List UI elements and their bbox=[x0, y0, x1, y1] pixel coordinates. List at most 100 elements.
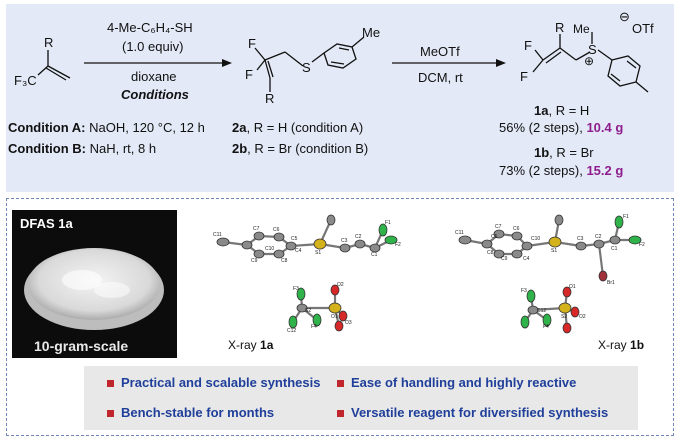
xray-1b-atom-label: O1 bbox=[569, 284, 576, 290]
xray-1b-atom-label: Br1 bbox=[607, 280, 615, 286]
intermediate-2a: 2a, R = H (condition A) bbox=[232, 120, 363, 135]
atom-minus-charge: ⊖ bbox=[619, 9, 630, 24]
xray-1b-prefix: X-ray bbox=[598, 338, 631, 352]
xray-1b-atom-label: C3 bbox=[577, 236, 584, 242]
atom-f-bottom: F bbox=[245, 67, 253, 82]
photo-title: DFAS 1a bbox=[20, 216, 73, 231]
product-1b-yield-line: 73% (2 steps), 15.2 g bbox=[499, 163, 623, 178]
xray-1b-atom-label: S1 bbox=[551, 248, 557, 254]
xray-1a-atom-label: F3 bbox=[293, 286, 299, 292]
reagent-thiol: 4-Me-C₆H₄-SH bbox=[107, 20, 193, 35]
xray-1b-atom-label: C10 bbox=[531, 236, 540, 242]
solvent-dcm: DCM, rt bbox=[418, 70, 463, 85]
condition-a-label: Condition A: bbox=[8, 120, 86, 135]
xray-1b-atom-label: C2 bbox=[595, 234, 602, 240]
xray-1a-atom-label: C7 bbox=[253, 226, 260, 232]
product-1a: 1a, R = H bbox=[534, 103, 589, 118]
xray-1a-atom-label: F2 bbox=[395, 242, 401, 248]
xray-1a-atom-label: C5 bbox=[291, 236, 298, 242]
xray-1a-id: 1a bbox=[260, 338, 274, 352]
xray-1a-atom-label: C6 bbox=[273, 227, 280, 233]
xray-1a-atom-label: C11 bbox=[213, 232, 222, 238]
intermediate-2b-id: 2b bbox=[232, 141, 248, 156]
feature-1: Practical and scalable synthesis bbox=[121, 375, 321, 390]
xray-1b-atom-label: C12 bbox=[537, 308, 546, 314]
xray-1b-atom-label: S2 bbox=[561, 314, 567, 320]
atom-me-product: Me bbox=[573, 22, 590, 36]
xray-1a-atom-label: C8 bbox=[281, 258, 288, 264]
atom-s-intermediate: S bbox=[302, 60, 311, 75]
bullet-square bbox=[107, 410, 114, 417]
bullet-square bbox=[337, 380, 344, 387]
xray-1a-atom-label: C12 bbox=[287, 328, 296, 334]
powder-dish-image bbox=[24, 248, 164, 330]
xray-1a-atom-label: C3 bbox=[341, 238, 348, 244]
atom-f3c: F₃C bbox=[14, 73, 37, 88]
product-1b: 1b, R = Br bbox=[534, 145, 594, 160]
atom-f-bottom-product: F bbox=[520, 69, 528, 84]
features-box bbox=[84, 366, 638, 430]
feature-3: Bench-stable for months bbox=[121, 405, 275, 420]
xray-1a-atom-label: F4 bbox=[311, 324, 317, 330]
atom-f-top-product: F bbox=[524, 38, 532, 53]
xray-1b-atom-label: F2 bbox=[639, 242, 645, 248]
product-photo: DFAS 1a 10-gram-scale bbox=[12, 210, 177, 358]
xray-1b-atom-label: C6 bbox=[513, 226, 520, 232]
product-1a-yield-line: 56% (2 steps), 10.4 g bbox=[499, 120, 623, 135]
atom-me-intermediate: Me bbox=[362, 25, 381, 40]
xray-1b-atom-label: C9 bbox=[501, 256, 508, 262]
intermediate-2a-id: 2a bbox=[232, 120, 247, 135]
product-1b-text: , R = Br bbox=[549, 145, 594, 160]
condition-b-text: NaH, rt, 8 h bbox=[89, 141, 157, 156]
atom-r-intermediate: R bbox=[265, 91, 275, 106]
xray-1a-atom-label: C9 bbox=[251, 258, 258, 264]
intermediate-2a-text: , R = H (condition A) bbox=[246, 120, 364, 135]
xray-1b-atom-label: O2 bbox=[579, 314, 586, 320]
xray-1b-atom-label: C1 bbox=[611, 246, 618, 252]
atom-s-product: S bbox=[588, 42, 597, 57]
condition-a: Condition A: NaOH, 120 °C, 12 h bbox=[8, 120, 205, 135]
product-1b-mass: 15.2 g bbox=[586, 163, 624, 178]
xray-1b-atom-label: C8 bbox=[487, 250, 494, 256]
xray-1a-atom-label: O3 bbox=[345, 320, 352, 326]
intermediate-2b: 2b, R = Br (condition B) bbox=[232, 141, 368, 156]
atom-otf: OTf bbox=[632, 21, 654, 36]
bullet-square bbox=[337, 410, 344, 417]
product-1a-id: 1a bbox=[534, 103, 549, 118]
xray-1b-atom-label: C5 bbox=[491, 234, 498, 240]
product-1b-yield: 73% (2 steps), bbox=[499, 163, 587, 178]
product-1a-mass: 10.4 g bbox=[586, 120, 624, 135]
xray-1a-atom-label: C2 bbox=[355, 234, 362, 240]
solvent-dioxane: dioxane bbox=[131, 69, 177, 84]
product-1a-text: , R = H bbox=[548, 103, 590, 118]
bullet-square bbox=[107, 380, 114, 387]
product-1b-id: 1b bbox=[534, 145, 550, 160]
reagent-equiv: (1.0 equiv) bbox=[122, 39, 184, 54]
conditions-label: Conditions bbox=[121, 87, 189, 102]
xray-1a-atom-label: F1 bbox=[385, 220, 391, 226]
condition-b-label: Condition B: bbox=[8, 141, 86, 156]
intermediate-2b-text: , R = Br (condition B) bbox=[247, 141, 369, 156]
xray-1a-atom-label: C4 bbox=[295, 248, 302, 254]
atom-plus-charge: ⊕ bbox=[584, 54, 595, 68]
xray-1a-atom-label: O1 bbox=[331, 314, 338, 320]
xray-1a-label: X-ray 1a bbox=[228, 338, 273, 352]
xray-1b-atom-label: F1 bbox=[623, 214, 629, 220]
feature-4: Versatile reagent for diversified synthe… bbox=[351, 405, 609, 420]
reaction-scheme-panel bbox=[6, 4, 674, 192]
xray-1b-label: X-ray 1b bbox=[598, 338, 644, 352]
condition-a-text: NaOH, 120 °C, 12 h bbox=[89, 120, 205, 135]
reaction-scheme-drawing bbox=[37, 32, 649, 93]
feature-2: Ease of handling and highly reactive bbox=[351, 375, 577, 390]
xray-1b-atom-label: F4 bbox=[543, 324, 549, 330]
product-1a-yield: 56% (2 steps), bbox=[499, 120, 587, 135]
xray-1a-prefix: X-ray bbox=[228, 338, 261, 352]
xray-1a-atom-label: S2 bbox=[305, 308, 311, 314]
xray-1a-atom-label: S1 bbox=[315, 250, 321, 256]
xray-1a-atom-label: O2 bbox=[337, 282, 344, 288]
atom-r-product: R bbox=[555, 20, 565, 35]
xray-1b-atom-label: C11 bbox=[455, 230, 464, 236]
xray-1b-atom-label: C7 bbox=[495, 224, 502, 230]
atom-r-start: R bbox=[44, 35, 54, 50]
